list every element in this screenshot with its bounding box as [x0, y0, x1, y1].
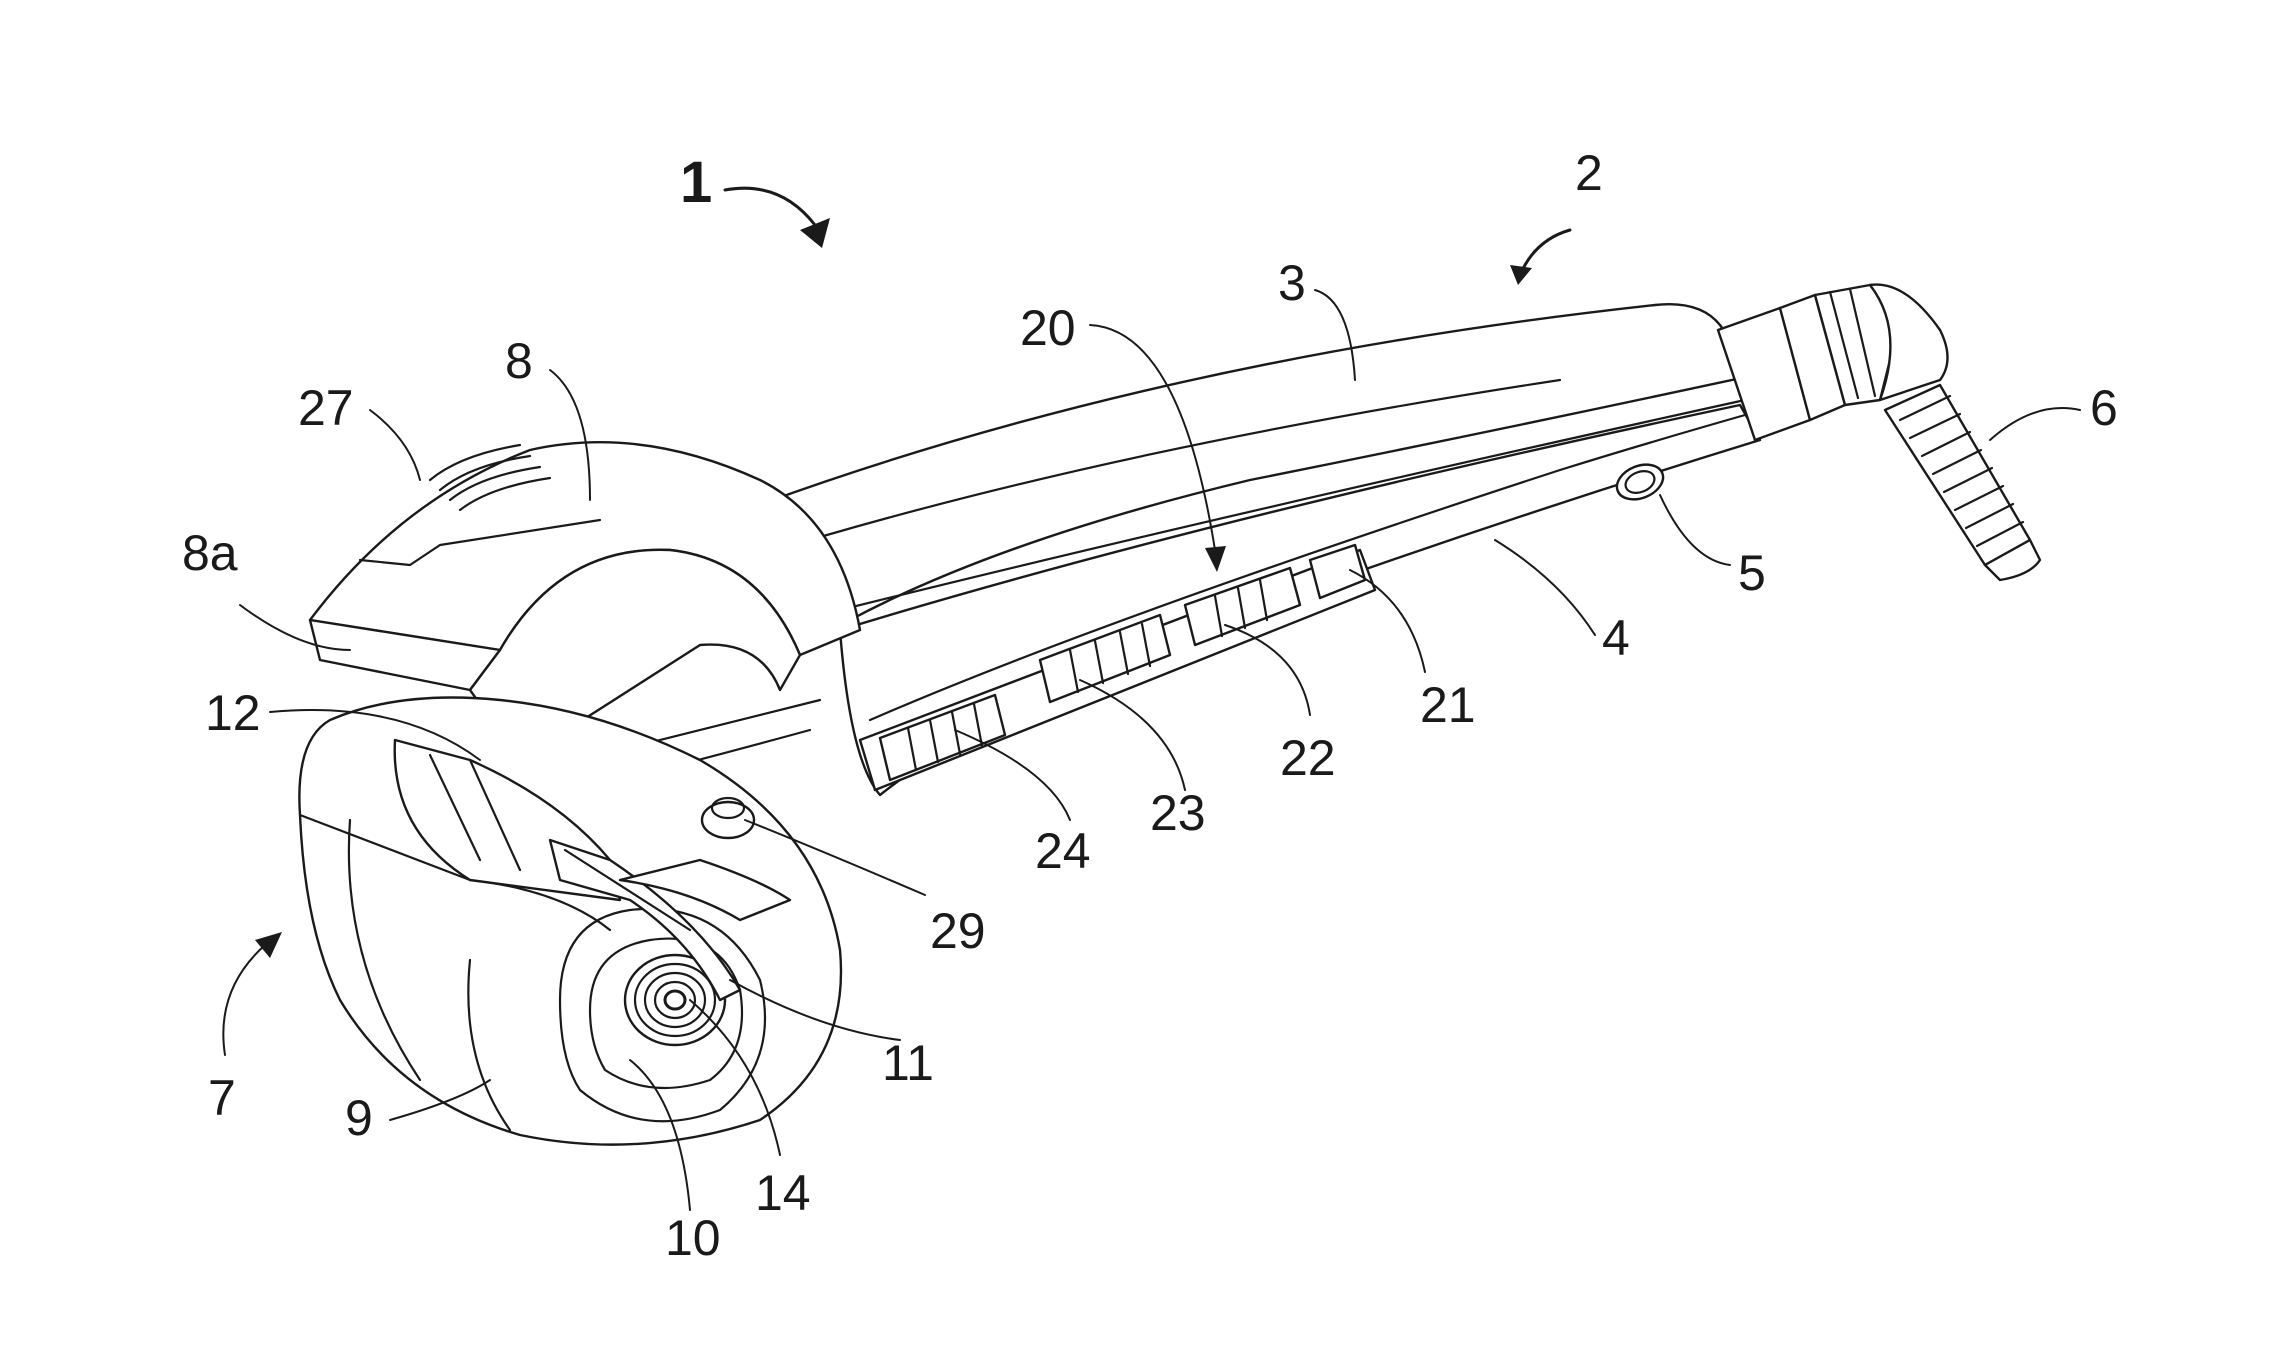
label-11: 11: [882, 1035, 934, 1091]
label-8a: 8a: [182, 525, 238, 581]
curling-head-housing: [299, 698, 841, 1145]
label-20: 20: [1020, 300, 1076, 356]
label-7: 7: [208, 1070, 236, 1126]
label-27: 27: [298, 380, 354, 436]
label-23: 23: [1150, 785, 1206, 841]
label-2: 2: [1575, 145, 1603, 201]
label-22: 22: [1280, 730, 1336, 786]
label-3: 3: [1278, 255, 1306, 311]
power-cord-strain-relief: [1885, 385, 2040, 580]
label-10: 10: [665, 1210, 721, 1266]
label-14: 14: [755, 1165, 811, 1221]
label-6: 6: [2090, 380, 2118, 436]
label-12: 12: [205, 685, 261, 741]
label-29: 29: [930, 903, 986, 959]
label-4: 4: [1602, 610, 1630, 666]
label-21: 21: [1420, 677, 1476, 733]
label-9: 9: [345, 1090, 373, 1146]
label-24: 24: [1035, 823, 1091, 879]
label-8: 8: [505, 333, 533, 389]
label-1: 1: [680, 150, 712, 215]
label-5: 5: [1738, 545, 1766, 601]
